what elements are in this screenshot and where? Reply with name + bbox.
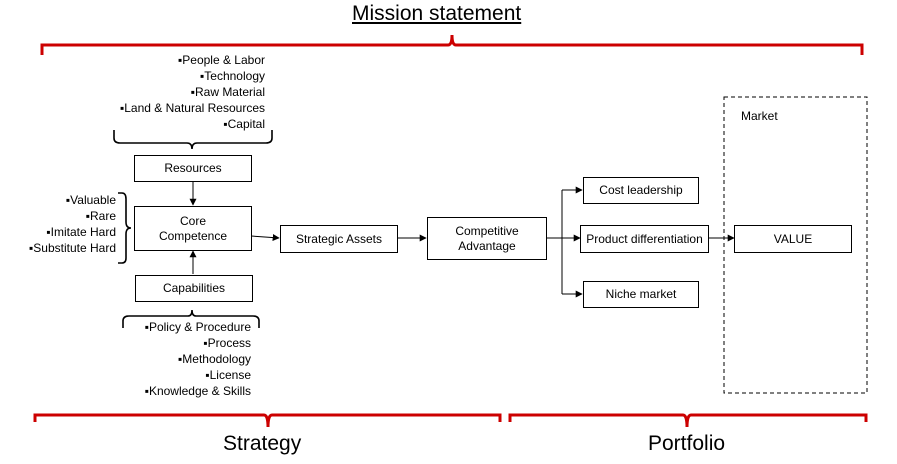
list-item: ▪People & Labor	[178, 53, 265, 67]
value-box: VALUE	[734, 225, 852, 253]
list-item: ▪Technology	[200, 69, 265, 83]
mission-bracket	[40, 34, 864, 55]
competitive-advantage-box: Competitive Advantage	[427, 217, 547, 260]
list-item: ▪Process	[203, 336, 251, 350]
market-region	[723, 96, 868, 394]
market-label: Market	[741, 109, 778, 123]
cost-leadership-box: Cost leadership	[583, 177, 699, 204]
strategy-bracket	[33, 413, 502, 428]
core-competence-box: Core Competence	[134, 206, 252, 251]
capabilities-label: Capabilities	[162, 281, 226, 295]
list-item: ▪Valuable	[65, 193, 116, 207]
list-item: ▪Substitute Hard	[29, 241, 116, 255]
resources-label: Resources	[164, 161, 222, 175]
list-item: ▪Land & Natural Resources	[120, 101, 265, 115]
resources-brace	[113, 130, 273, 150]
niche-market-label: Niche market	[605, 287, 677, 301]
portfolio-bracket	[508, 413, 868, 428]
resources-box: Resources	[134, 155, 252, 182]
criteria-brace	[118, 192, 132, 264]
list-item: ▪Rare	[85, 209, 116, 223]
list-item: ▪Capital	[223, 117, 265, 131]
cost-leadership-label: Cost leadership	[599, 183, 683, 197]
product-differentiation-label: Product differentiation	[586, 231, 703, 246]
list-item: ▪License	[205, 368, 251, 382]
core-competence-label-line1: Core	[179, 213, 206, 228]
competitive-advantage-label-line1: Competitive	[455, 223, 519, 238]
strategy-label: Strategy	[223, 432, 302, 455]
competitive-advantage-label-line2: Advantage	[458, 238, 516, 253]
arrow-core-to-assets	[250, 234, 280, 242]
strategic-assets-box: Strategic Assets	[280, 225, 398, 253]
capabilities-box: Capabilities	[135, 275, 253, 302]
list-item: ▪Methodology	[178, 352, 251, 366]
list-item: ▪Policy & Procedure	[144, 320, 251, 334]
value-label: VALUE	[773, 231, 813, 246]
niche-market-box: Niche market	[583, 281, 699, 308]
strategic-assets-label: Strategic Assets	[295, 231, 383, 246]
list-item: ▪Imitate Hard	[46, 225, 116, 239]
list-item: ▪Raw Material	[190, 85, 265, 99]
page-title: Mission statement	[352, 2, 522, 25]
capabilities-brace	[122, 309, 260, 328]
portfolio-label: Portfolio	[648, 432, 726, 455]
core-competence-label-line2: Competence	[158, 228, 228, 243]
list-item: ▪Knowledge & Skills	[144, 384, 251, 398]
product-differentiation-box: Product differentiation	[580, 225, 709, 253]
